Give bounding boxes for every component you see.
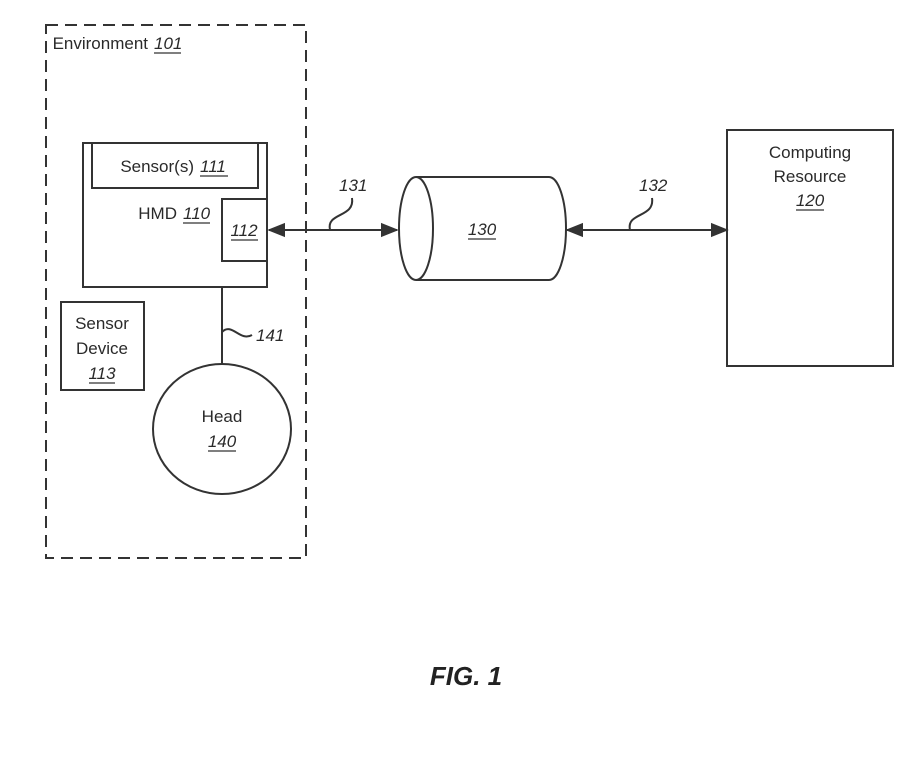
hmd-label: HMD 110 (138, 204, 211, 224)
interface-ref: 112 (230, 221, 258, 240)
environment-boundary (45, 24, 307, 559)
sensor-device-line-2: Device (76, 339, 128, 358)
sensor-device-ref: 113 (88, 364, 116, 383)
head-ref: 140 (208, 432, 237, 451)
head-label: Head (202, 407, 243, 426)
environment-ref: 101 (154, 34, 182, 53)
environment-label: Environment 101 (53, 34, 182, 54)
head-link-ref: 141 (256, 326, 284, 345)
hmd-ref: 110 (183, 204, 211, 223)
computing-resource-box (726, 129, 894, 367)
computing-resource-line-1: Computing (769, 143, 851, 162)
figure-caption: FIG. 1 (430, 661, 502, 691)
link-network-resource-ref: 132 (639, 176, 668, 195)
head-link-leader (221, 328, 253, 338)
network-ref: 130 (468, 220, 497, 239)
link-hmd-network-leader (328, 197, 354, 231)
sensor-device-box (60, 301, 145, 391)
sensors-box (91, 142, 259, 189)
hmd-label-text: HMD (138, 204, 177, 223)
environment-label-text: Environment (53, 34, 149, 53)
sensors-label-text: Sensor(s) (120, 157, 194, 176)
interface-box (221, 198, 268, 262)
computing-resource-ref: 120 (796, 191, 825, 210)
sensors-ref: 111 (200, 157, 226, 176)
computing-resource-line-2: Resource (774, 167, 847, 186)
link-network-resource-leader (628, 197, 654, 231)
sensors-label: Sensor(s) 111 (120, 157, 228, 177)
link-hmd-network-ref: 131 (339, 176, 367, 195)
head-ellipse (152, 363, 292, 495)
sensor-device-line-1: Sensor (75, 314, 129, 333)
